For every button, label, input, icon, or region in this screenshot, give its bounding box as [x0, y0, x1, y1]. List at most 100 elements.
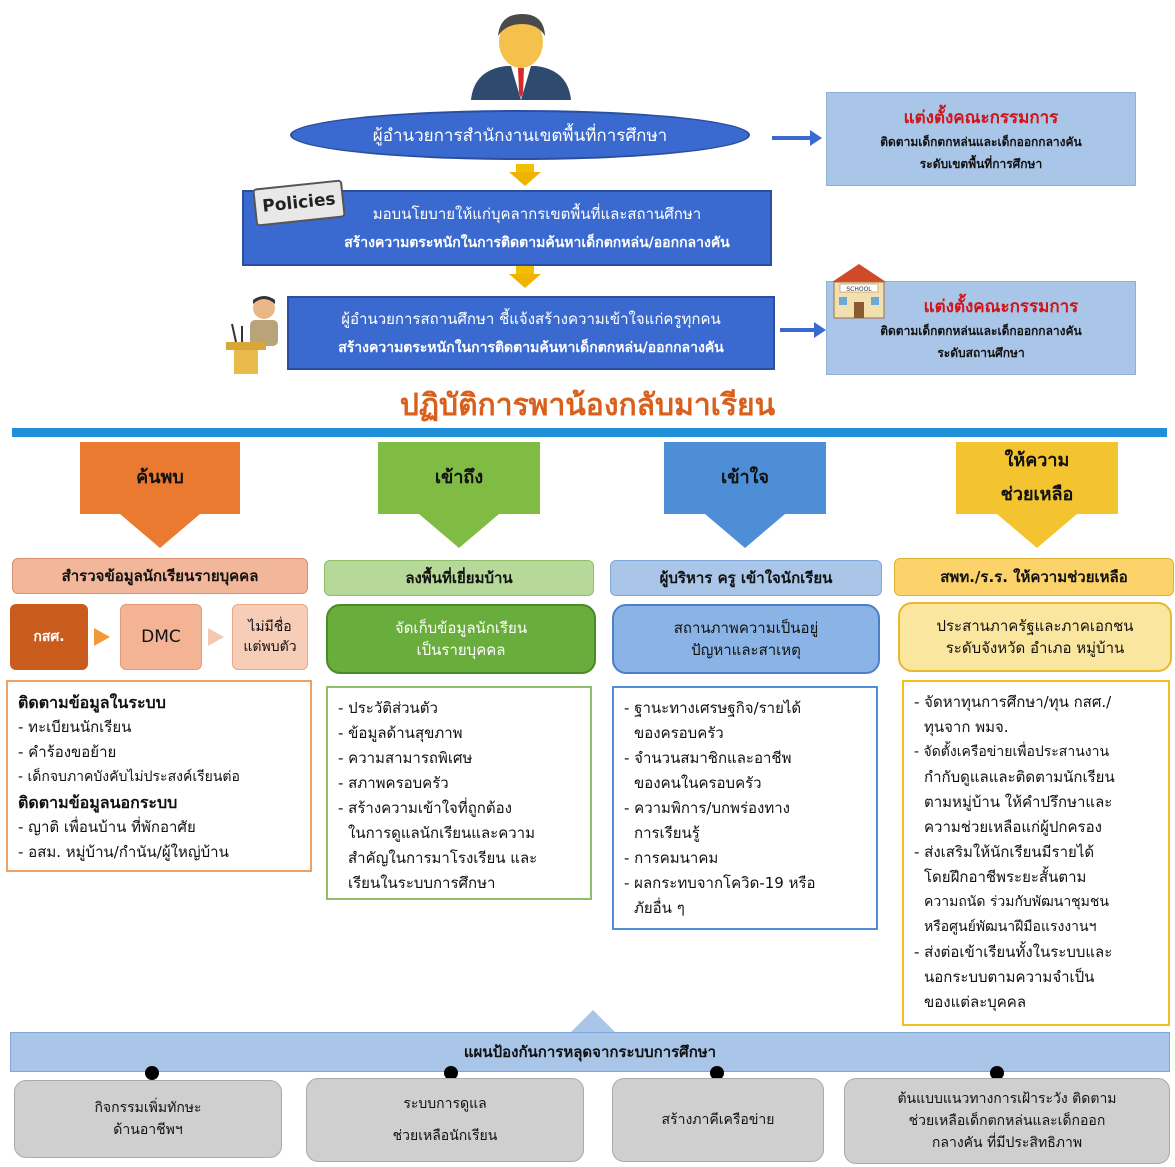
list-item: - ความพิการ/บกพร่องทาง	[624, 799, 790, 817]
school-sign-text: SCHOOL	[846, 286, 872, 293]
flow-step-label: แต่พบตัว	[243, 639, 297, 655]
column-arrow-down-icon	[997, 514, 1077, 548]
column-inner-access: จัดเก็บข้อมูลนักเรียน เป็นรายบุคคล	[326, 604, 596, 674]
bottom-box-line: สร้างภาคีเครือข่าย	[661, 1112, 775, 1128]
pill-label: ลงพื้นที่เยี่ยมบ้าน	[405, 569, 513, 587]
column-inner-assist: ประสานภาครัฐและภาคเอกชน ระดับจังหวัด อำเ…	[898, 602, 1172, 672]
list-item: ของคนในครอบครัว	[634, 774, 762, 792]
policy-line-1: มอบนโยบายให้แก่บุคลากรเขตพื้นที่และสถานศ…	[372, 205, 702, 223]
column-list-understand: - ฐานะทางเศรษฐกิจ/รายได้ ของครอบครัว - จ…	[612, 686, 878, 930]
pill-label: สพท./ร.ร. ให้ความช่วยเหลือ	[940, 568, 1128, 586]
list-item: - ทะเบียนนักเรียน	[18, 718, 132, 736]
district-committee-box: แต่งตั้งคณะกรรมการ ติดตามเด็กตกหล่นและเด…	[826, 92, 1136, 186]
school-building-icon: SCHOOL	[826, 262, 892, 320]
section-divider	[12, 428, 1167, 437]
list-item: - คำร้องขอย้าย	[18, 743, 117, 761]
prevention-plan-label: แผนป้องกันการหลุดจากระบบการศึกษา	[463, 1043, 717, 1061]
list-item: - สภาพครอบครัว	[338, 774, 449, 792]
connector-dot	[145, 1066, 159, 1080]
policy-line-2: สร้างความตระหนักในการติดตามค้นหาเด็กตกหล…	[344, 235, 730, 251]
arrow-up-icon	[571, 1010, 615, 1032]
arrow-right-icon	[772, 130, 822, 146]
list-item: เรียนในระบบการศึกษา	[348, 874, 496, 892]
inner-line-1: ประสานภาครัฐและภาคเอกชน	[936, 617, 1134, 635]
connector-dot	[990, 1066, 1004, 1080]
list-item: โดยฝึกอาชีพระยะสั้นตาม	[924, 868, 1087, 886]
bottom-box-model: ต้นแบบแนวทางการเฝ้าระวัง ติดตาม ช่วยเหลื…	[844, 1078, 1170, 1164]
list-item: ของครอบครัว	[634, 724, 724, 742]
bottom-box-line: ระบบการดูแล	[403, 1096, 487, 1112]
list-item: - ส่งต่อเข้าเรียนทั้งในระบบและ	[914, 943, 1113, 961]
list-item: ตามหมู่บ้าน ให้คำปรึกษาและ	[924, 793, 1113, 811]
column-arrow-down-icon	[120, 514, 200, 548]
column-list-assist: - จัดหาทุนการศึกษา/ทุน กสศ./ ทุนจาก พมจ.…	[902, 680, 1170, 1026]
inner-line-2: ปัญหาและสาเหตุ	[691, 641, 801, 659]
school-director-box: ผู้อำนวยการสถานศึกษา ชี้แจ้งสร้างความเข้…	[287, 296, 775, 370]
list-item: - จัดตั้งเครือข่ายเพื่อประสานงาน	[914, 744, 1110, 760]
list-item: - ส่งเสริมให้นักเรียนมีรายได้	[914, 843, 1095, 861]
committee-line-1: ติดตามเด็กตกหล่นและเด็กออกกลางคัน	[880, 323, 1082, 338]
list-item: นอกระบบตามความจำเป็น	[924, 968, 1095, 986]
director-avatar-icon	[466, 8, 576, 100]
column-pill-understand: ผู้บริหาร ครู เข้าใจนักเรียน	[610, 560, 882, 596]
list-item: กำกับดูแลและติดตามนักเรียน	[924, 768, 1115, 786]
list-item: หรือศูนย์พัฒนาฝีมือแรงงานฯ	[924, 919, 1097, 935]
list-item: - ญาติ เพื่อนบ้าน ที่พักอาศัย	[18, 818, 196, 836]
column-arrow-down-icon	[705, 514, 785, 548]
gold-arrow-down-icon	[509, 172, 541, 186]
bottom-box-network: สร้างภาคีเครือข่าย	[612, 1078, 824, 1162]
column-list-discover: ติดตามข้อมูลในระบบ - ทะเบียนนักเรียน - ค…	[6, 680, 312, 872]
flow-step-label: ไม่มีชื่อ	[248, 619, 292, 635]
gold-arrow-stem	[516, 164, 534, 172]
pill-label: ผู้บริหาร ครู เข้าใจนักเรียน	[659, 569, 833, 587]
list-item: - ฐานะทางเศรษฐกิจ/รายได้	[624, 699, 802, 717]
district-director-label: ผู้อำนวยการสำนักงานเขตพื้นที่การศึกษา	[372, 125, 668, 146]
list-item: ความถนัด ร่วมกับพัฒนาชุมชน	[924, 894, 1109, 910]
inner-line-1: จัดเก็บข้อมูลนักเรียน	[394, 619, 528, 637]
column-head-label: เข้าถึง	[434, 467, 484, 488]
column-head-label: ค้นพบ	[136, 467, 184, 488]
main-title: ปฏิบัติการพาน้องกลับมาเรียน	[399, 387, 776, 423]
list-item: ความช่วยเหลือแก่ผู้ปกครอง	[924, 818, 1102, 836]
list-item: ทุนจาก พมจ.	[924, 718, 1009, 736]
school-director-line-1: ผู้อำนวยการสถานศึกษา ชี้แจ้งสร้างความเข้…	[341, 310, 721, 328]
connector-dot	[444, 1066, 458, 1080]
list-item: ในการดูแลนักเรียนและความ	[348, 824, 535, 842]
column-arrow-down-icon	[419, 514, 499, 548]
committee-line-2: ระดับสถานศึกษา	[937, 345, 1025, 360]
bottom-box-line: ด้านอาชีพฯ	[113, 1122, 183, 1138]
flow-step-eef: กสศ.	[10, 604, 88, 670]
gold-arrow-down-icon	[509, 274, 541, 288]
column-head-label: ช่วยเหลือ	[1000, 484, 1074, 505]
list-item: การเรียนรู้	[634, 824, 700, 842]
gold-arrow-stem	[516, 266, 534, 274]
column-head-label: เข้าใจ	[721, 467, 769, 488]
policies-sign-label: Policies	[261, 189, 337, 217]
list-item: - ข้อมูลด้านสุขภาพ	[338, 724, 463, 742]
flow-step-label: กสศ.	[33, 629, 65, 645]
list-item: ติดตามข้อมูลในระบบ	[18, 693, 166, 712]
list-item: - สร้างความเข้าใจที่ถูกต้อง	[338, 799, 512, 817]
inner-line-1: สถานภาพความเป็นอยู่	[673, 619, 819, 637]
column-pill-survey: สำรวจข้อมูลนักเรียนรายบุคคล	[12, 558, 308, 594]
committee-line-2: ระดับเขตพื้นที่การศึกษา	[919, 156, 1043, 171]
flow-step-not-registered: ไม่มีชื่อ แต่พบตัว	[232, 604, 308, 670]
list-item: - อสม. หมู่บ้าน/กำนัน/ผู้ใหญ่บ้าน	[18, 843, 229, 861]
column-pill-assist: สพท./ร.ร. ให้ความช่วยเหลือ	[894, 558, 1174, 596]
column-head-label: ให้ความ	[1004, 450, 1070, 471]
prevention-plan-bar: แผนป้องกันการหลุดจากระบบการศึกษา	[10, 1032, 1170, 1072]
column-inner-understand: สถานภาพความเป็นอยู่ ปัญหาและสาเหตุ	[612, 604, 880, 674]
list-item: ของแต่ละบุคคล	[924, 993, 1027, 1011]
column-list-access: - ประวัติส่วนตัว - ข้อมูลด้านสุขภาพ - คว…	[326, 686, 592, 900]
flow-step-label: DMC	[141, 627, 181, 647]
bottom-box-skills: กิจกรรมเพิ่มทักษะ ด้านอาชีพฯ	[14, 1080, 282, 1158]
bottom-box-line: ช่วยเหลือเด็กตกหล่นและเด็กออก	[908, 1113, 1106, 1129]
list-item: ติดตามข้อมูลนอกระบบ	[18, 793, 178, 812]
column-head-assist: ให้ความ ช่วยเหลือ	[956, 442, 1118, 514]
column-head-access: เข้าถึง	[378, 442, 540, 514]
column-pill-home-visit: ลงพื้นที่เยี่ยมบ้าน	[324, 560, 594, 596]
list-item: - การคมนาคม	[624, 849, 719, 867]
bottom-box-line: ต้นแบบแนวทางการเฝ้าระวัง ติดตาม	[897, 1091, 1117, 1107]
list-item: - ความสามารถพิเศษ	[338, 749, 473, 767]
connector-dot	[710, 1066, 724, 1080]
